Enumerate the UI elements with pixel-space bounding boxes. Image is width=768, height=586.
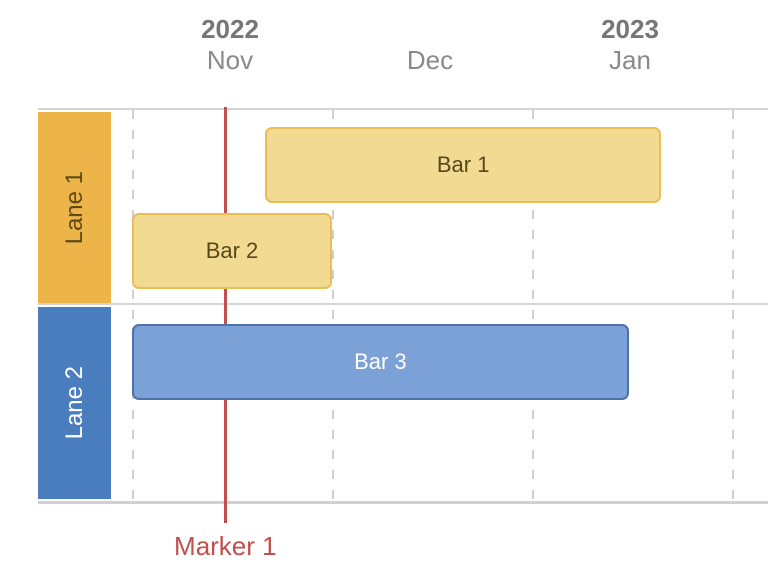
axis-month-label: Dec [406, 45, 454, 75]
axis-year-label [330, 14, 530, 44]
gantt-bar-2: Bar 2 [132, 213, 332, 289]
lane-label-text: Lane 2 [60, 366, 88, 440]
axis-year-label: 2022 [201, 14, 259, 44]
gantt-bar-1: Bar 1 [265, 127, 662, 203]
axis-year-label: 2023 [601, 14, 659, 44]
chart-plot-area: Lane 1 Lane 2 Bar 1 Bar 2 Bar 3 [38, 108, 768, 504]
grid-line [132, 110, 134, 501]
axis-tick-jan: 2023 Jan [530, 14, 730, 75]
axis-tick-nov: 2022 Nov [130, 14, 330, 75]
lane-label-lane-1: Lane 1 [38, 112, 111, 303]
bar-label: Bar 1 [436, 152, 490, 177]
lane-label-lane-2: Lane 2 [38, 307, 111, 499]
axis-month-label: Jan [609, 45, 651, 75]
marker-label: Marker 1 [174, 531, 277, 561]
gantt-bar-3: Bar 3 [132, 324, 629, 400]
marker-line [223, 107, 227, 523]
grid-line [732, 110, 734, 501]
grid-line [332, 110, 334, 501]
bar-label: Bar 2 [205, 238, 259, 263]
lane-label-text: Lane 1 [60, 170, 88, 245]
grid-line [532, 110, 534, 501]
bar-label: Bar 3 [354, 349, 407, 374]
axis-month-label: Nov [206, 45, 254, 75]
lane-divider [38, 303, 768, 305]
axis-tick-dec: Dec [330, 14, 530, 75]
